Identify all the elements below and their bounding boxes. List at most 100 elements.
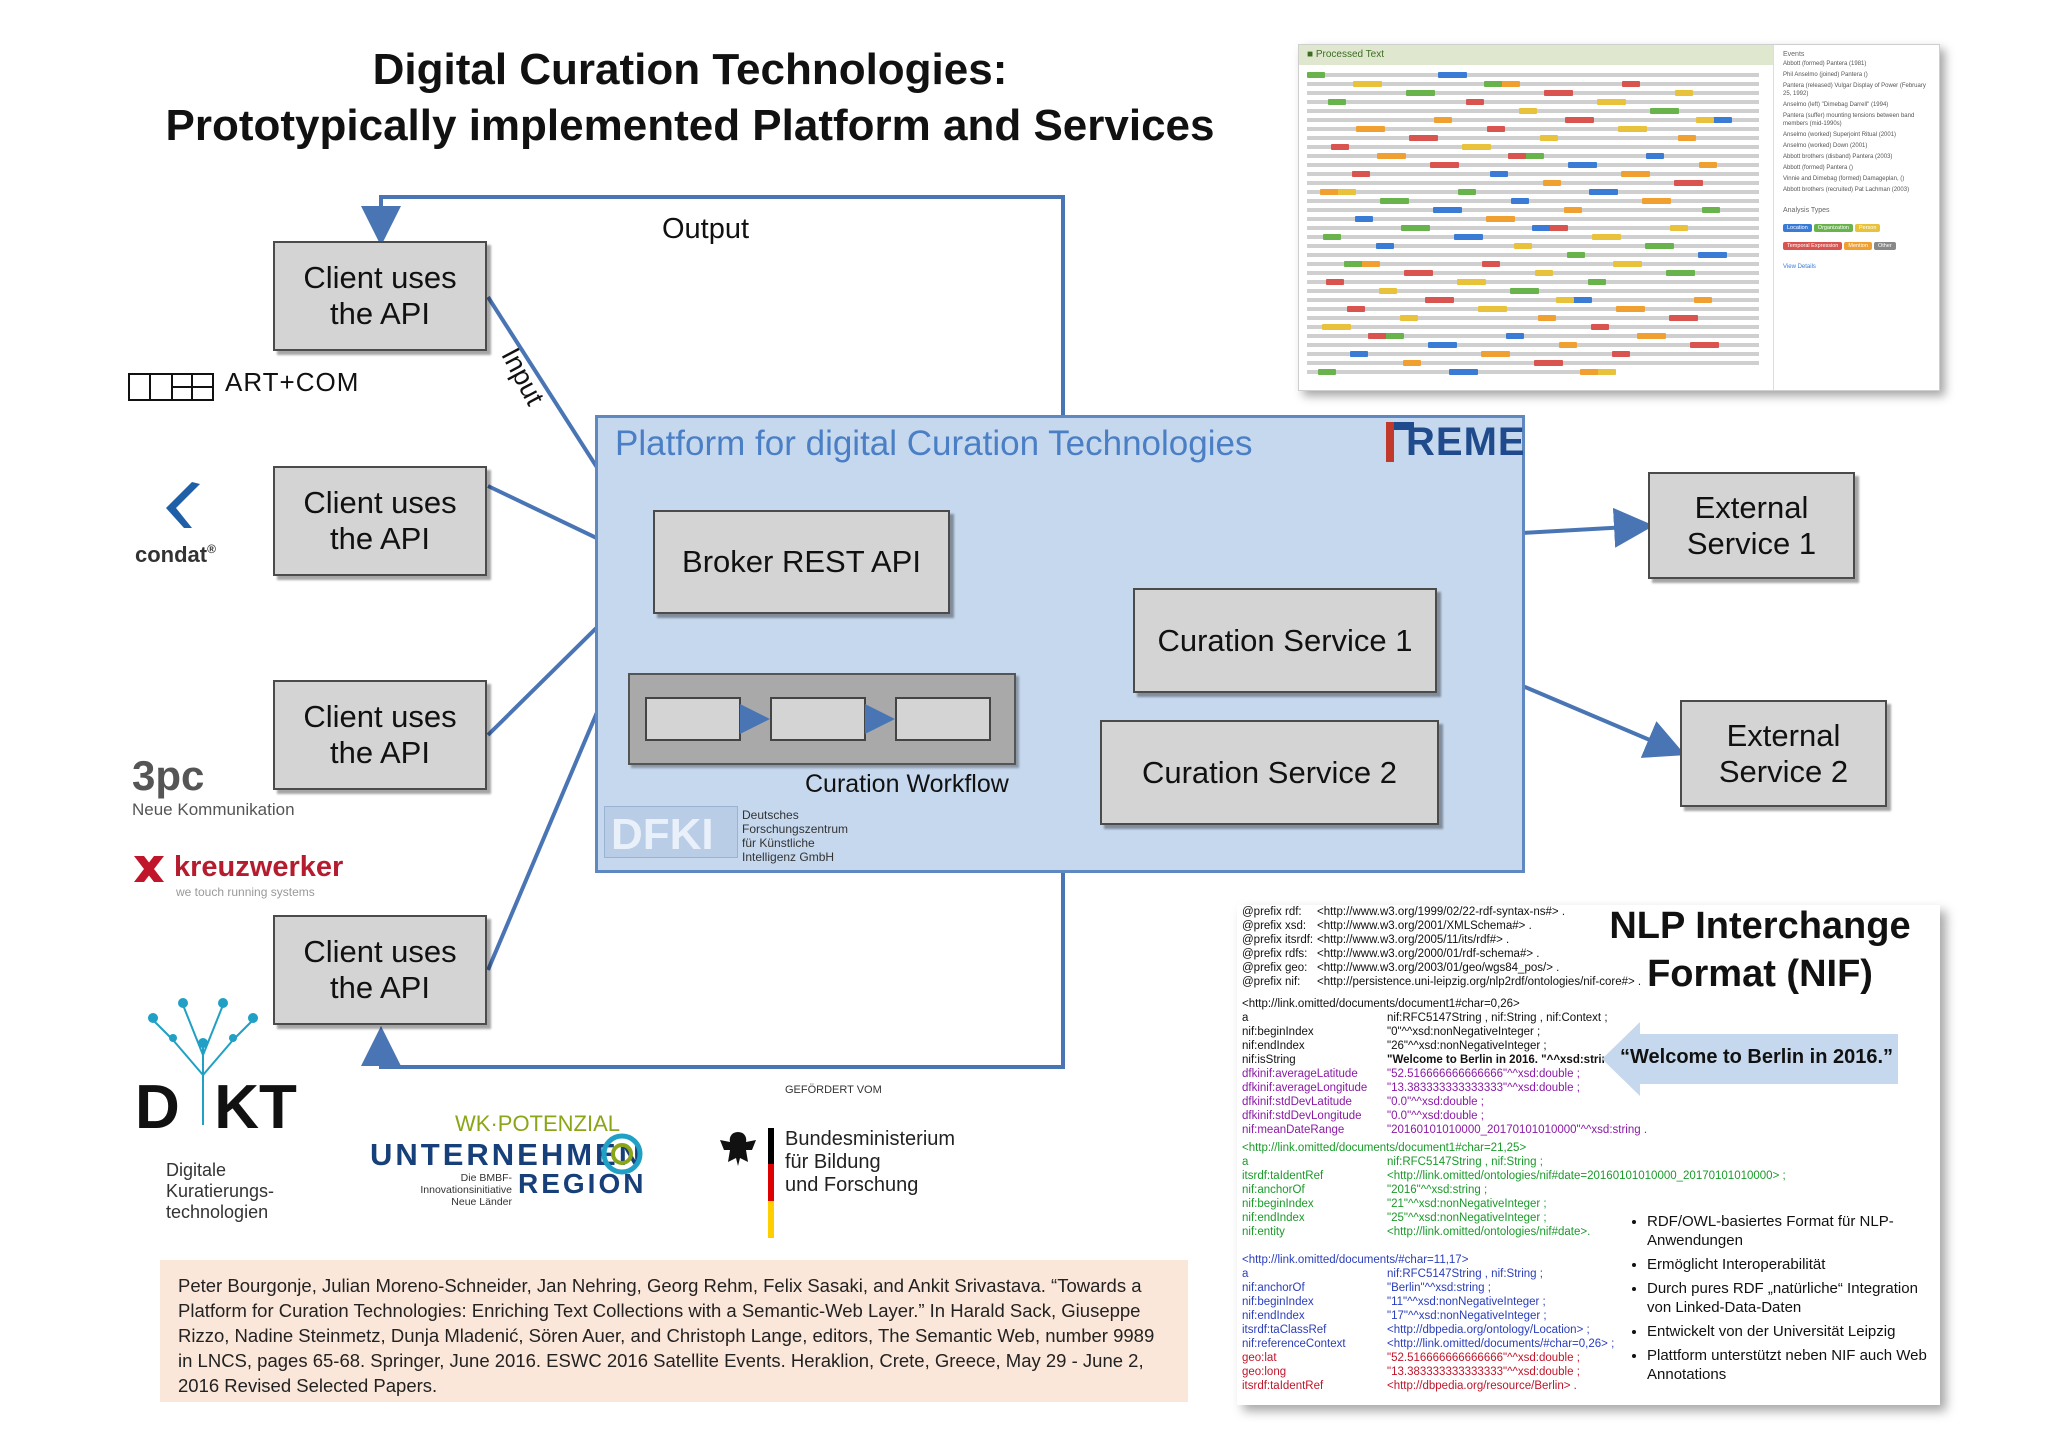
nif-code-key: nif:endIndex (1242, 1310, 1305, 1322)
events-list: Abbott (formed) Pantera (1981) Phil Ansel… (1779, 60, 1937, 194)
entity-tag (1400, 315, 1418, 321)
dfki-line-1: Deutsches (742, 808, 799, 822)
entity-tag (1674, 180, 1703, 186)
nif-code-line: @prefix itsrdf:<http://www.w3.org/2005/1… (1242, 933, 1641, 947)
event-item[interactable]: Abbott brothers (recruited) Pat Lachman … (1783, 187, 1910, 193)
text-line (1307, 280, 1759, 284)
nif-code-value: nif:RFC5147String , nif:String ; (1387, 1268, 1543, 1280)
entity-tag (1506, 333, 1524, 339)
nif-code-value: "25"^^xsd:nonNegativeInteger ; (1387, 1212, 1547, 1224)
analysis-type-chip[interactable]: Temporal Expression (1783, 242, 1843, 250)
event-item[interactable]: Anselmo (worked) Down (2001) (1783, 143, 1868, 149)
event-item[interactable]: Anselmo (left) "Dimebag Darrell" (1994) (1783, 102, 1889, 108)
analysis-type-chip[interactable]: Person (1854, 224, 1881, 232)
entity-tag (1322, 324, 1351, 330)
client-3-line2: the API (330, 735, 430, 770)
event-item[interactable]: Abbott brothers (disband) Pantera (2003) (1783, 154, 1893, 160)
analysis-type-chip[interactable]: Location (1783, 224, 1812, 232)
dkt-sub-line-1: Digitale (166, 1160, 227, 1180)
nif-code-value: <http://dbpedia.org/ontology/Location> ; (1387, 1324, 1590, 1336)
entity-tag (1368, 333, 1386, 339)
nif-code-line: geo:long "13.383333333333333"^^xsd:double… (1242, 1365, 1614, 1379)
nif-code-key: geo:long (1242, 1366, 1287, 1378)
entity-tag (1377, 153, 1406, 159)
event-item[interactable]: Phil Anselmo (joined) Pantera () (1783, 72, 1868, 78)
kreuzwerker-x-icon (134, 856, 164, 882)
analysis-type-chip[interactable]: Other (1873, 242, 1896, 250)
wk-swirl-mark (601, 1133, 643, 1175)
event-item[interactable]: Anselmo (worked) Superjoint Ritual (2001… (1783, 132, 1897, 138)
entity-tag (1534, 360, 1563, 366)
title-line-1: Digital Curation Technologies: (372, 45, 1008, 94)
entity-tag (1425, 297, 1454, 303)
nif-code-key: @prefix rdf: (1242, 906, 1302, 918)
view-details-link[interactable]: View Details (1783, 264, 1816, 270)
event-item[interactable]: Abbott (formed) Pantera () (1783, 165, 1854, 171)
entity-tag (1351, 261, 1380, 267)
output-loop-top (361, 195, 1065, 415)
nif-bullets: RDF/OWL-basiertes Format für NLP-Anwendu… (1625, 1212, 1937, 1389)
text-line (1307, 217, 1759, 221)
analysis-type-chip[interactable]: Mention (1844, 242, 1872, 250)
nif-code-key: dfkinif:stdDevLatitude (1242, 1096, 1352, 1108)
nif-code-key: nif:isString (1242, 1054, 1296, 1066)
nif-code-value: "Berlin"^^xsd:string ; (1387, 1282, 1491, 1294)
nif-code-value: "0"^^xsd:nonNegativeInteger ; (1387, 1026, 1541, 1038)
nif-example-arrow (1602, 1022, 1902, 1101)
entity-tag (1702, 207, 1720, 213)
entity-tag (1618, 126, 1647, 132)
threepc-subtitle: Neue Kommunikation (132, 800, 295, 819)
dkt-wordmark: D KT (135, 1073, 297, 1142)
threepc-logo: 3pc (132, 752, 205, 799)
text-line (1307, 298, 1759, 302)
processed-text-screenshot: ■ Processed Text Events Abbott (formed) … (1298, 44, 1940, 391)
nif-code-value: "0.0"^^xsd:double ; (1387, 1096, 1484, 1108)
entity-tag (1616, 306, 1645, 312)
nif-code-line: nif:endIndex"25"^^xsd:nonNegativeInteger… (1242, 1211, 1786, 1225)
text-line (1307, 91, 1759, 95)
event-item[interactable]: Vinnie and Dimebag (formed) Damageplan, … (1783, 176, 1905, 182)
entity-tag (1406, 90, 1435, 96)
event-item[interactable]: Pantera (suffer) mounting tensions betwe… (1783, 113, 1915, 127)
freme-logo: REME (1384, 420, 1525, 469)
entity-tag (1508, 153, 1526, 159)
client-4-line1: Client uses (303, 934, 457, 969)
nif-code-value: <http://link.omitted/ontologies/nif#date… (1387, 1226, 1591, 1238)
entity-tag (1568, 162, 1597, 168)
entity-tag (1666, 270, 1695, 276)
entity-tag (1409, 135, 1438, 141)
nif-code-value: "13.383333333333333"^^xsd:double ; (1387, 1366, 1580, 1378)
text-line (1307, 208, 1759, 212)
region-wordmark: REGION (518, 1168, 647, 1199)
title-line-2: Prototypically implemented Platform and … (165, 101, 1215, 150)
client-1-line2: the API (330, 296, 430, 331)
nif-code-value: "17"^^xsd:nonNegativeInteger ; (1387, 1310, 1547, 1322)
entity-tag (1478, 306, 1507, 312)
analysis-type-chip[interactable]: Organization (1813, 224, 1853, 232)
entity-tag (1565, 117, 1594, 123)
text-line (1307, 352, 1759, 356)
event-item[interactable]: Pantera (released) Vulgar Display of Pow… (1783, 83, 1926, 97)
dfki-text: Deutsches Forschungszentrum für Künstlic… (742, 808, 848, 864)
nif-code-value: "2016"^^xsd:string ; (1387, 1184, 1488, 1196)
entity-tag (1567, 252, 1585, 258)
entity-tag (1454, 234, 1483, 240)
condat-logo-mark (166, 482, 200, 528)
dkt-logo (138, 985, 308, 1140)
nif-code-key: itsrdf:taIdentRef (1242, 1380, 1324, 1392)
nif-code-line: dfkinif:stdDevLongitude"0.0"^^xsd:double… (1242, 1109, 1647, 1123)
nif-example-arrow-shape (1602, 1022, 1898, 1096)
event-item[interactable]: Abbott (formed) Pantera (1981) (1783, 61, 1867, 67)
curation-service-2: Curation Service 2 (1100, 720, 1439, 825)
freme-logo-text: REME (1406, 420, 1526, 464)
nif-bullet-list: RDF/OWL-basiertes Format für NLP-Anwendu… (1625, 1212, 1937, 1384)
nif-code-line: nif:beginIndex"11"^^xsd:nonNegativeInteg… (1242, 1295, 1614, 1309)
entity-tag (1564, 207, 1582, 213)
nif-code-value: <http://dbpedia.org/resource/Berlin> . (1387, 1380, 1577, 1392)
entity-tag (1347, 306, 1365, 312)
